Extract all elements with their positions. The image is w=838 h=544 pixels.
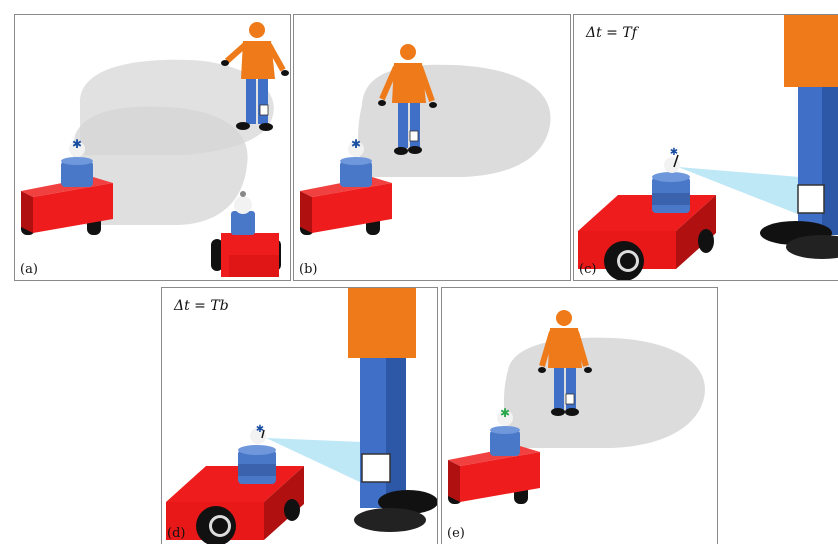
formula-label: Δt = Tf [586, 25, 637, 41]
human-legs [760, 15, 838, 259]
panel-label: (c) [579, 262, 597, 277]
scene-c: ✱ [578, 15, 838, 280]
panel-label: (b) [299, 262, 318, 277]
panel-c: ✱ Δt = Tf (c) [573, 14, 838, 281]
panel-label: (d) [167, 526, 186, 541]
human-figure [538, 310, 592, 416]
panel-label: (a) [20, 262, 38, 277]
svg-text:✱: ✱ [351, 137, 361, 151]
panel-b: ✱ (b) [293, 14, 571, 281]
sensor-beam [266, 438, 364, 484]
scene-d: ✱ [166, 288, 437, 544]
robot [211, 191, 281, 277]
panel-d: ✱ Δt = Tb (d) [161, 287, 438, 544]
detection-area [503, 337, 705, 448]
human-figure [221, 22, 289, 131]
svg-text:✱: ✱ [500, 406, 510, 420]
scene-b: ✱ [300, 44, 551, 235]
sensor-beam [678, 167, 800, 215]
robot: ✱ [21, 137, 113, 235]
panel-a: ✱ (a) [14, 14, 291, 281]
robot: ✱ [448, 406, 540, 504]
human-legs [348, 288, 437, 532]
panel-e: ✱ (e) [441, 287, 718, 544]
detection-area [73, 106, 248, 225]
svg-text:✱: ✱ [256, 424, 264, 435]
robot: ✱ [166, 424, 304, 544]
formula-label: Δt = Tb [174, 298, 229, 314]
robot: ✱ [578, 147, 716, 280]
svg-text:✱: ✱ [72, 137, 82, 151]
human-figure [378, 44, 437, 155]
scene-e: ✱ [448, 310, 705, 504]
svg-text:✱: ✱ [670, 147, 678, 158]
panel-label: (e) [447, 526, 465, 541]
robot: ✱ [300, 137, 392, 235]
scene-a: ✱ [21, 22, 289, 277]
